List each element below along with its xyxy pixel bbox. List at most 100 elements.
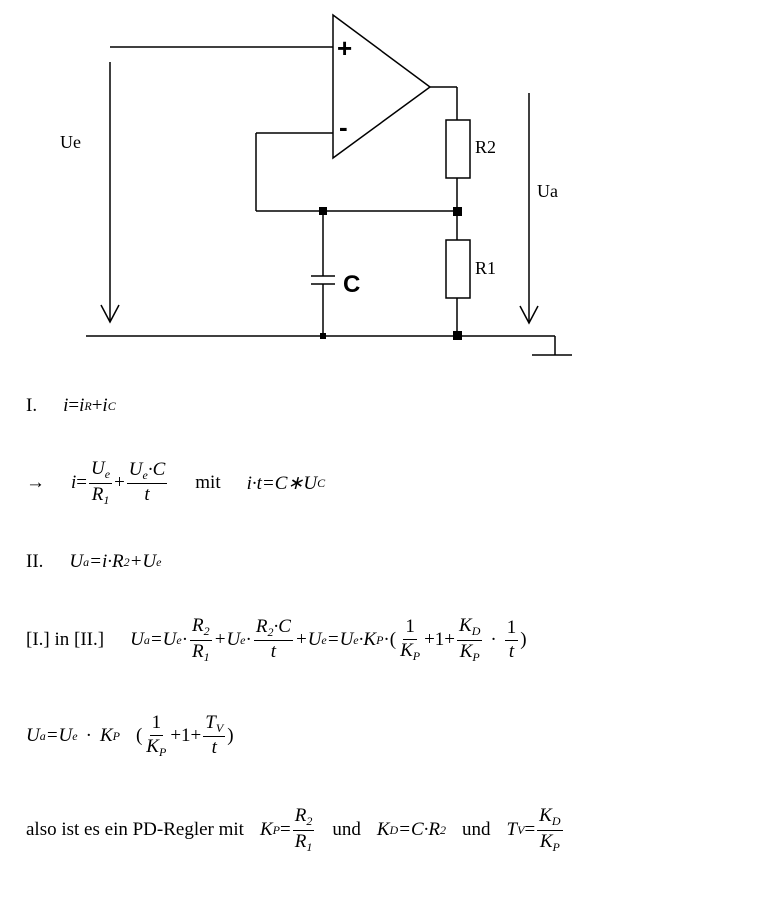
eq4-t7: +1+ [424,629,456,650]
eq4-frac4-den: K [459,640,473,662]
resistor-r2 [445,119,471,179]
eq4-t1: =U [149,629,177,650]
eq4-t9: ) [520,629,527,650]
eq6-kd-sub: D [389,822,399,837]
eq5-t6: ) [227,725,234,746]
opamp-triangle [332,13,432,160]
eq3-lhs-sub: a [83,554,90,569]
eq6-text: also ist es ein PD-Regler mit [26,819,244,840]
eq6-frac2-den-sub: P [552,839,560,854]
eq6-frac2-den: K [539,830,553,852]
eq2-frac1-den-sub: 1 [103,492,110,507]
label-r2: R2 [475,137,496,157]
eq3-rhs1-sub: 2 [123,554,130,569]
eq5-t1: =U [45,725,73,746]
eq4-frac5: 1 t [504,616,519,663]
eq5-t1-sub: e [72,728,78,743]
ue-arrow-head [100,304,120,324]
eq6-kp-sub: P [272,822,280,837]
eq1-label: I. [26,395,38,416]
ua-arrow-head [519,305,539,325]
eq4-t5: ·K [358,629,377,650]
label-ue: Ue [60,132,81,152]
eq2-frac2-num-sub: e [142,467,148,482]
eq4-frac1-den: R [192,640,204,662]
eq5-t2: · [85,725,92,746]
eq4-lhs-sub: a [143,632,150,647]
resistor-r1 [445,239,471,299]
eq6-eq1: = [279,819,291,840]
eq1-ic-sub: C [107,398,116,413]
eq4-t4: =U [326,629,354,650]
eq2-plus: + [114,472,125,493]
eq4-frac3-den: K [400,639,413,661]
eq1-ic: i [102,395,108,416]
eq5-frac2-num-sub: V [215,720,224,735]
eq6-tv-sub: V [517,822,525,837]
eq2-rhs: i·t=C∗U [246,472,318,494]
eq6-frac2-num: K [539,805,552,827]
eq4-lhs: U [130,629,144,650]
eq4-frac4-den-sub: P [472,649,480,664]
eq4-frac3-num: 1 [405,615,415,637]
label-r1: R1 [475,258,496,278]
eq5-t3-sub: P [112,728,120,743]
junction-dot [453,331,462,340]
eq3-rhs2-sub: e [156,554,162,569]
eq1-eq: = [68,395,80,416]
eq6-frac1-num: R [294,805,307,827]
eq5-frac1-den-sub: P [158,744,167,759]
eq4-t6: ·( [383,629,397,650]
eq5-t5: +1+ [170,725,202,746]
eq3-rhs2: +U [129,551,157,572]
minus-sign: - [339,112,348,142]
eq2-frac2-den: t [144,484,150,506]
eq2-i: i [71,472,77,493]
eq1-i: i [63,395,69,416]
eq4-t3: +U [294,629,322,650]
eq4-frac5-num: 1 [506,616,517,638]
eq5-frac2-den: t [211,737,217,759]
eq5-frac1-num: 1 [151,711,162,733]
eq4-frac2-num-sub: 2 [267,624,274,639]
eq4-t1-sub: e [176,632,182,647]
eq4-frac3-den-sub: P [412,648,421,663]
eq6-frac2-num-sub: D [551,814,561,829]
eq4-frac2-num: R [255,615,268,637]
eq5-t3: K [99,725,113,746]
eq4-frac1-den-sub: 1 [203,649,210,664]
eq5-t4: ( [135,725,143,746]
eq4-t2: +U [213,629,241,650]
eq6-frac1-den-sub: 1 [306,839,313,854]
eq2-rhs-sub: C [317,475,326,490]
eq2-frac2-num: U [128,458,143,480]
eq6-eq2: = [524,819,536,840]
plus-sign: + [337,33,352,63]
eq5-frac2: TV t [203,712,226,759]
eq6-tv: T [506,819,518,840]
eq1-plus: + [91,395,103,416]
eq2-eq: = [76,472,87,493]
eq2-frac2: Ue·C t [126,458,168,506]
eq2-frac2-num-rest: ·C [147,458,166,480]
eq6-und2: und [462,819,491,840]
eq4-frac5-den: t [508,640,515,662]
eq5-lhs-sub: a [39,728,46,743]
eq4-frac4: KD KP [457,615,483,664]
eq4-t3-sub: e [321,632,327,647]
eq4-t8: · [490,629,497,650]
eq4-t4-sub: e [353,632,359,647]
label-c: C [343,271,360,298]
eq6-kp: K [259,819,273,840]
eq3-lhs: U [69,551,84,572]
eq4-frac4-num-sub: D [471,624,481,639]
eq3-rhs1: =i·R [89,551,124,572]
eq2-frac1-den: R [91,483,104,505]
eq5-frac1: 1 KP [144,711,168,759]
eq6-frac1: R2 R1 [292,805,315,854]
eq4-frac2-den: t [270,641,276,663]
